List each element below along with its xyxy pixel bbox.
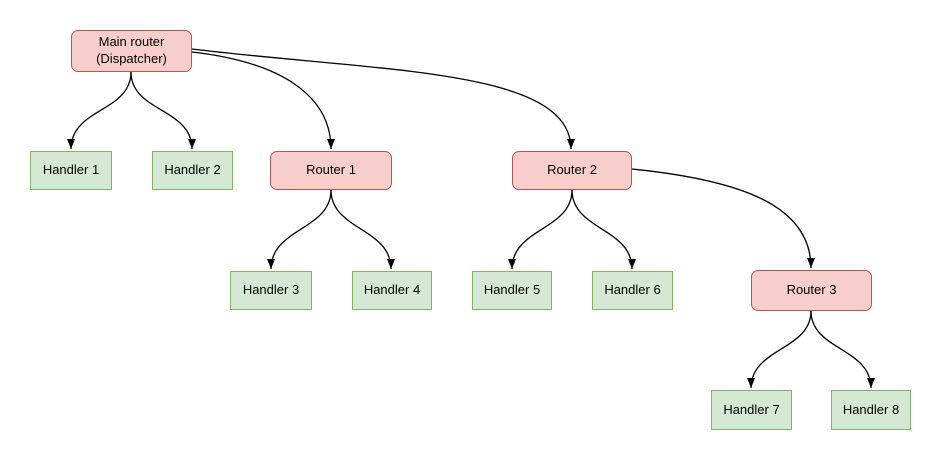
edge-main-router-to-router-2: [191, 48, 575, 150]
edge-main-router-to-router-1: [191, 51, 335, 150]
node-handler-8-label: Handler 8: [842, 401, 900, 417]
node-handler-3-label: Handler 3: [242, 282, 300, 298]
node-handler-8: Handler 8: [831, 390, 911, 430]
node-handler-4: Handler 4: [352, 271, 432, 310]
node-router-3: Router 3: [751, 270, 872, 311]
node-handler-1: Handler 1: [30, 151, 112, 190]
edge-main-router-to-handler-2: [130, 71, 196, 150]
node-main-router-label: Main router (Dispatcher): [96, 34, 167, 66]
node-router-1: Router 1: [270, 151, 392, 190]
node-router-1-label: Router 1: [306, 162, 356, 178]
node-router-2-label: Router 2: [547, 162, 597, 178]
node-handler-6: Handler 6: [592, 271, 673, 310]
edge-main-router-to-handler-1: [67, 71, 132, 150]
node-router-2: Router 2: [512, 151, 632, 190]
node-handler-3: Handler 3: [230, 271, 312, 310]
node-handler-2: Handler 2: [152, 151, 233, 190]
node-handler-7: Handler 7: [711, 390, 792, 430]
edge-router-2-to-handler-5: [508, 189, 573, 270]
node-handler-1-label: Handler 1: [42, 162, 100, 178]
node-handler-6-label: Handler 6: [604, 282, 661, 298]
node-handler-5-label: Handler 5: [483, 282, 541, 298]
node-handler-2-label: Handler 2: [164, 162, 221, 178]
node-handler-5: Handler 5: [472, 271, 552, 310]
edge-router-1-to-handler-4: [330, 189, 395, 270]
edge-router-3-to-handler-8: [810, 310, 875, 389]
edge-router-2-to-handler-6: [571, 189, 636, 270]
node-handler-4-label: Handler 4: [363, 282, 421, 298]
edge-router-2-to-router-3: [631, 168, 815, 269]
node-handler-7-label: Handler 7: [723, 401, 780, 417]
edge-router-1-to-handler-3: [267, 189, 332, 270]
node-main-router: Main router (Dispatcher): [71, 30, 192, 72]
node-router-3-label: Router 3: [786, 282, 837, 298]
edge-router-3-to-handler-7: [747, 310, 812, 389]
